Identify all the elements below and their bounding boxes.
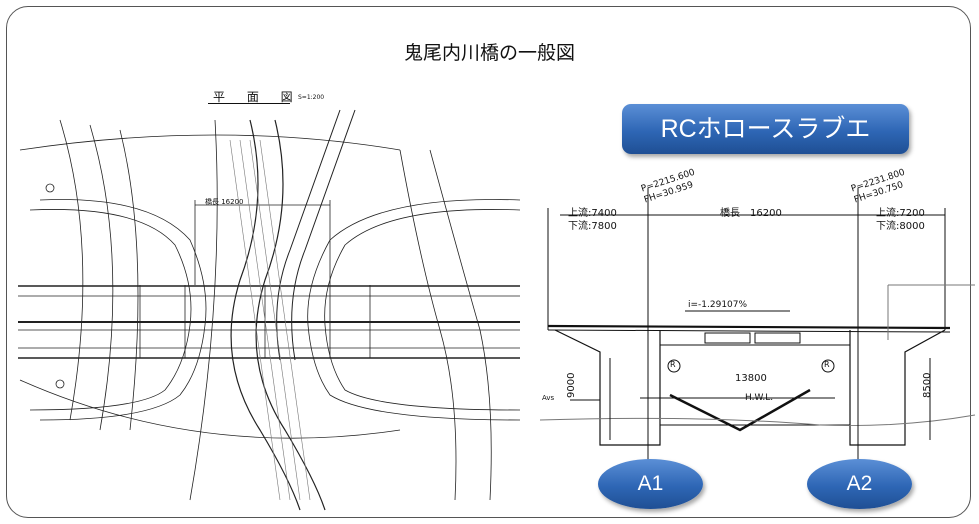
avs-label: Avs — [542, 394, 555, 402]
structure-type-badge: RCホロースラブエ — [622, 104, 909, 154]
plan-view-title: 平 面 図 — [213, 90, 302, 104]
slide-title: 鬼尾内川橋の一般図 — [403, 42, 575, 64]
upstream-right-label: 上流:7200 — [876, 208, 925, 219]
upstream-left-label: 上流:7400 — [568, 208, 617, 219]
plan-bridge-length: 橋長 16200 — [205, 198, 244, 206]
abutment-a1-badge: A1 — [598, 459, 703, 509]
downstream-right-label: 下流:8000 — [876, 221, 925, 232]
gradient-label: i=-1.29107% — [688, 300, 748, 310]
hwl-label: H.W.L. — [745, 393, 774, 403]
plan-title-underline — [208, 103, 290, 104]
r-mark-right: R — [824, 360, 830, 369]
r-mark-left: R — [670, 360, 676, 369]
height-right-label: 8500 — [922, 372, 933, 398]
downstream-left-label: 下流:7800 — [568, 221, 617, 232]
height-left-label: 9000 — [566, 372, 577, 398]
abutment-a2-badge: A2 — [807, 459, 912, 509]
plan-view-scale: S=1:200 — [298, 94, 325, 101]
slide-frame — [6, 6, 971, 518]
span-length-label: 13800 — [735, 373, 767, 384]
bridge-length-label: 橋長 16200 — [720, 208, 782, 219]
